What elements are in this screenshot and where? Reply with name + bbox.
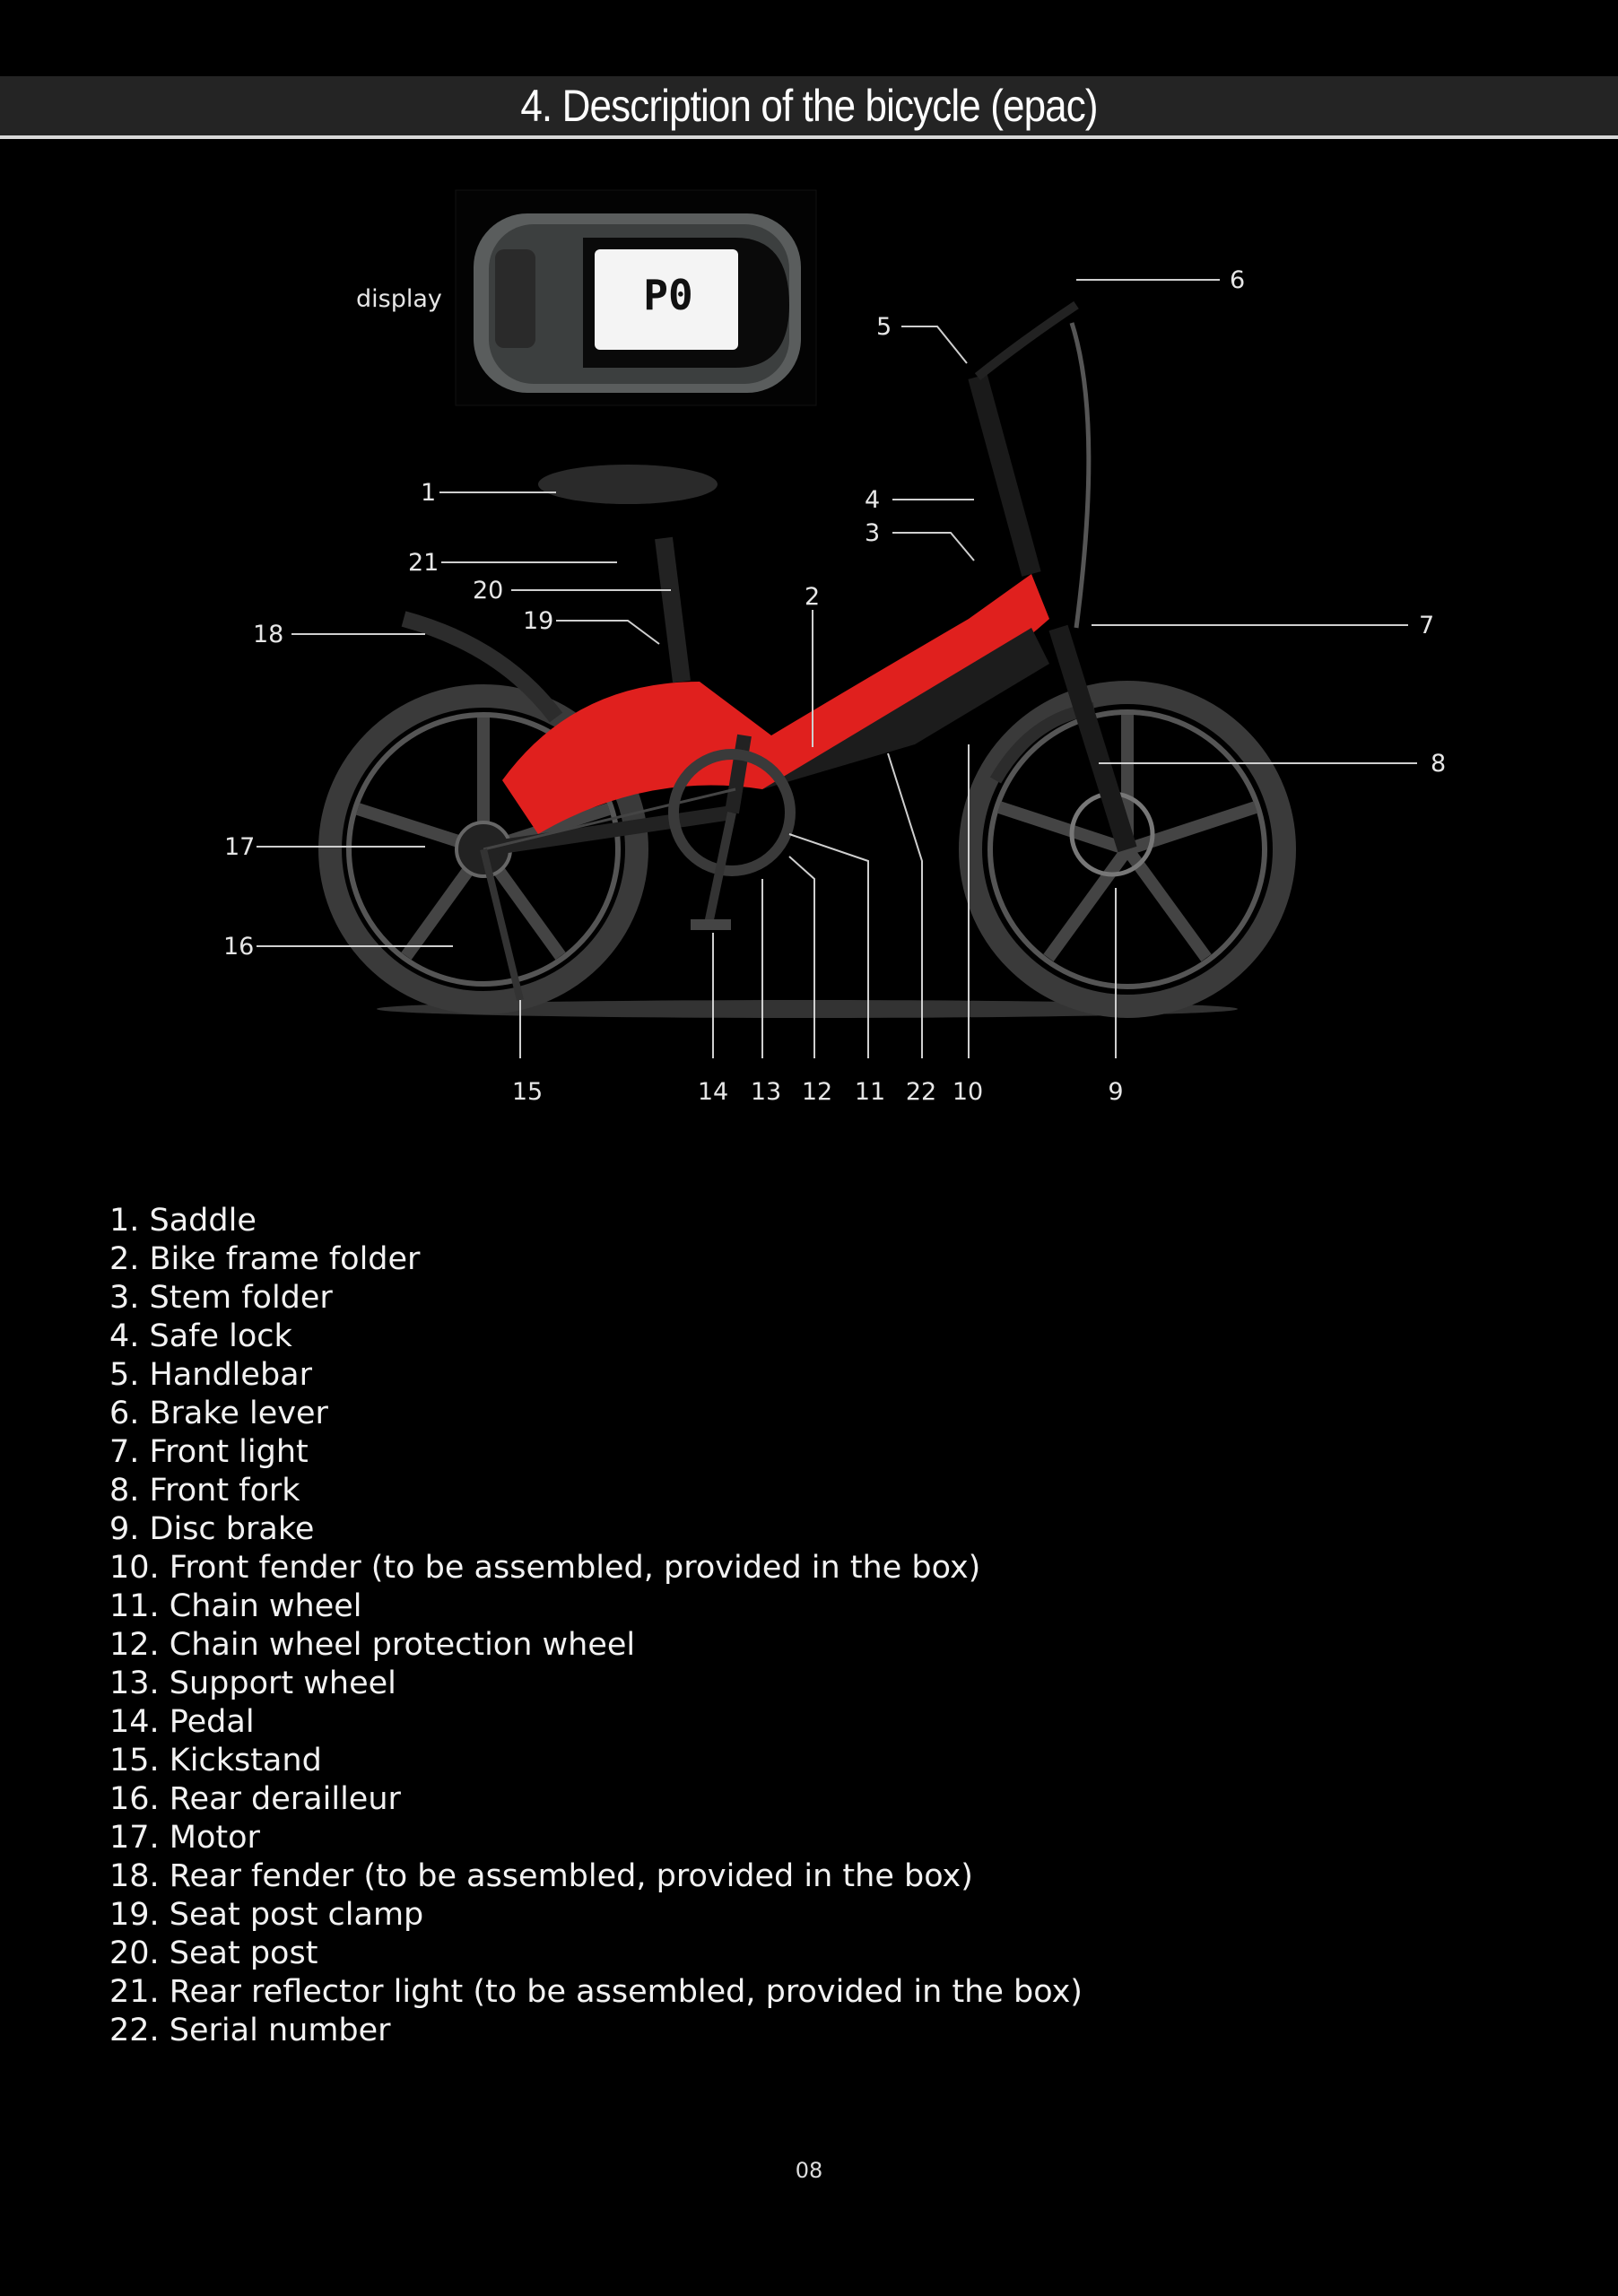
list-item: 19. Seat post clamp — [109, 1897, 424, 1933]
callout-10: 10 — [953, 1078, 983, 1106]
callout-15: 15 — [512, 1078, 543, 1106]
callout-3: 3 — [865, 519, 880, 547]
callout-17: 17 — [224, 833, 255, 861]
list-item: 20. Seat post — [109, 1935, 318, 1971]
front-wheel — [959, 681, 1296, 1018]
callout-lines — [257, 279, 1417, 1058]
list-item: 14. Pedal — [109, 1704, 255, 1740]
callout-12: 12 — [802, 1078, 832, 1106]
list-item: 15. Kickstand — [109, 1743, 322, 1779]
parts-list: 1. Saddle 2. Bike frame folder 3. Stem f… — [109, 1202, 1083, 2050]
callout-13: 13 — [751, 1078, 781, 1106]
callout-6: 6 — [1230, 266, 1245, 294]
list-item: 9. Disc brake — [109, 1511, 315, 1547]
bicycle-image — [318, 300, 1296, 1018]
section-header: 4. Description of the bicycle (epac) — [0, 76, 1618, 139]
list-item: 1. Saddle — [109, 1203, 257, 1239]
list-item: 17. Motor — [109, 1820, 260, 1856]
callout-14: 14 — [698, 1078, 728, 1106]
callout-labels: 1 21 20 19 18 2 4 3 5 6 7 8 17 16 15 14 … — [223, 266, 1446, 1106]
list-item: 12. Chain wheel protection wheel — [109, 1627, 636, 1663]
display-screen-text: P0 — [643, 271, 692, 319]
callout-8: 8 — [1431, 750, 1446, 778]
callout-11: 11 — [855, 1078, 885, 1106]
callout-7: 7 — [1419, 612, 1434, 639]
list-item: 6. Brake lever — [109, 1396, 328, 1431]
list-item: 7. Front light — [109, 1434, 309, 1470]
list-item: 3. Stem folder — [109, 1280, 333, 1316]
callout-2: 2 — [805, 583, 820, 611]
callout-18: 18 — [253, 621, 283, 648]
list-item: 13. Support wheel — [109, 1665, 396, 1701]
list-item: 18. Rear fender (to be assembled, provid… — [109, 1858, 973, 1894]
list-item: 5. Handlebar — [109, 1357, 312, 1393]
callout-21: 21 — [408, 549, 439, 577]
list-item: 2. Bike frame folder — [109, 1241, 421, 1277]
callout-1: 1 — [421, 479, 436, 507]
list-item: 8. Front fork — [109, 1473, 300, 1509]
list-item: 16. Rear derailleur — [109, 1781, 401, 1817]
list-item: 11. Chain wheel — [109, 1588, 362, 1624]
list-item: 21. Rear reflector light (to be assemble… — [109, 1974, 1083, 2010]
callout-16: 16 — [223, 933, 254, 961]
display-image: P0 — [455, 189, 817, 406]
page-title: 4. Description of the bicycle (epac) — [520, 81, 1098, 131]
callout-9: 9 — [1108, 1078, 1123, 1106]
page-number: 08 — [795, 2158, 823, 2183]
callout-19: 19 — [523, 607, 553, 635]
callout-22: 22 — [906, 1078, 936, 1106]
callout-5: 5 — [876, 313, 892, 341]
display-label: display — [356, 285, 442, 313]
callout-20: 20 — [473, 577, 503, 604]
list-item: 4. Safe lock — [109, 1318, 292, 1354]
list-item: 10. Front fender (to be assembled, provi… — [109, 1550, 981, 1586]
callout-4: 4 — [865, 486, 880, 514]
list-item: 22. Serial number — [109, 2013, 391, 2048]
